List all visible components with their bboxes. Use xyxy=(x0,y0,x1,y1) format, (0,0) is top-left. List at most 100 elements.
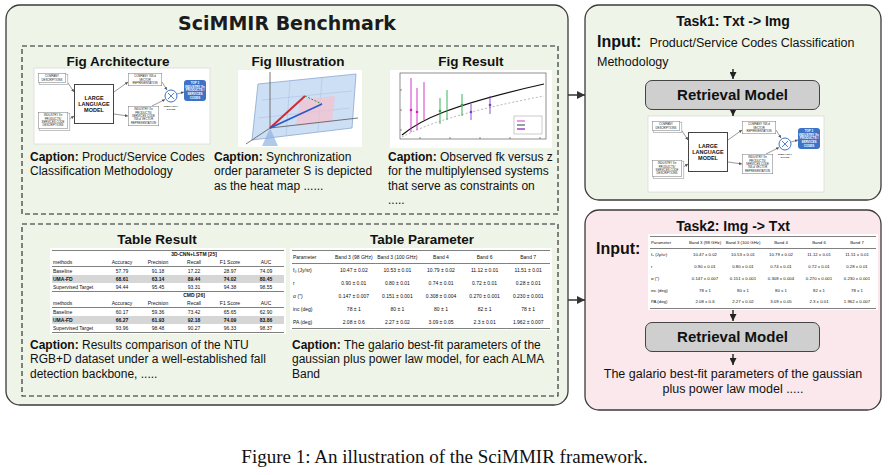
data-table: 3D-CNN+LSTM [25]methodsAccuracyPrecision… xyxy=(52,250,284,332)
table-cell: 2.3 ± 0.01 xyxy=(463,315,507,328)
table-cell: methods xyxy=(52,258,104,266)
cell-text: 0.230 ± 0.001 xyxy=(844,275,870,280)
table-cell: Accuracy xyxy=(104,258,140,266)
cell-text: Recall xyxy=(187,260,201,266)
table-cell: 10.47 ± 0.02 xyxy=(686,248,724,260)
table-column xyxy=(419,250,463,328)
cell-text: 10.53 ± 0.01 xyxy=(384,267,412,273)
table-cell: Supervised Target xyxy=(52,324,104,332)
table-column xyxy=(332,250,376,328)
table-cell: 78 ± 1 xyxy=(506,302,550,315)
cell-text: 94.44 xyxy=(116,284,129,290)
table-cell: Band 3 (98 GHz) xyxy=(332,250,376,263)
caption-tag: Caption: xyxy=(292,338,341,352)
table-column xyxy=(506,250,550,328)
sample-heading: Table Parameter xyxy=(370,232,474,247)
table-cell: f₀ (Jy/sr) xyxy=(292,263,332,276)
cell-text: inc (deg) xyxy=(293,306,312,312)
result-plot xyxy=(390,70,552,148)
cell-text: 11.12 ± 0.01 xyxy=(807,251,831,256)
architecture-block: SIMILARITY SCORE xyxy=(775,153,795,159)
table-cell: 0.74 ± 0.01 xyxy=(419,276,463,289)
cell-text: 0.147 ± 0.007 xyxy=(692,275,718,280)
table-column xyxy=(463,250,507,328)
table-ground xyxy=(50,248,286,334)
table-row: Supervised Target94.4495.4593.3194.3898.… xyxy=(52,283,284,291)
cell-text: 1.962 ± 0.007 xyxy=(513,319,544,325)
block-text: TOP 3 INDUSTRY Xn PRODUCTS / SERVICES CO… xyxy=(185,82,205,99)
cell-text: Baseline xyxy=(53,309,72,315)
table-cell: F1 Score xyxy=(212,258,248,266)
cell-text: 28.97 xyxy=(224,268,237,274)
table-cell: Band 7 xyxy=(506,250,550,263)
table-cell: CMD [26] xyxy=(104,291,284,299)
table-cell: 0.90 ± 0.01 xyxy=(332,276,376,289)
table-cell: AUC xyxy=(248,299,284,307)
cell-text: 3D-CNN+LSTM [25] xyxy=(171,252,217,258)
architecture-image: COMPANY DESCRIPTIONSINDUSTRY Xn PRODUCTS… xyxy=(650,118,822,190)
cell-text: 3.09 ± 0.05 xyxy=(770,299,791,304)
architecture-block: INDUSTRY Xn PRODUCTS/ SERVICES CODE 768-… xyxy=(742,154,773,174)
sample-heading: Fig Result xyxy=(438,54,503,69)
cell-text: 90.27 xyxy=(188,325,201,331)
sample-heading-row: Table Parameter xyxy=(290,230,554,248)
table-cell: 0.28 ± 0.01 xyxy=(506,276,550,289)
table-cell: σ (″) xyxy=(292,289,332,302)
connector-arrow xyxy=(568,299,585,301)
panel-ground xyxy=(585,5,881,200)
table-cell: F1 Score xyxy=(212,299,248,307)
cell-text: Band 7 xyxy=(520,254,536,260)
table-cell: 68.61 xyxy=(104,275,140,283)
cell-text: Band 3 (98 GHz) xyxy=(689,239,721,244)
table-cell: Band 7 xyxy=(838,236,876,248)
table-row: UMA-FD66.2761.9392.1874.0983.86 xyxy=(52,316,284,324)
table-cell: 63.14 xyxy=(140,275,176,283)
caption-block: Caption:Observed fk versus z for the mul… xyxy=(388,150,554,208)
caption-block: Caption:Synchronization order parameter … xyxy=(214,150,382,193)
dashed-group xyxy=(22,46,558,214)
table-cell: 0.90 ± 0.01 xyxy=(686,260,724,272)
table-cell: 10.79 ± 0.02 xyxy=(419,263,463,276)
table-cell: 0.80 ± 0.01 xyxy=(724,260,762,272)
table-cell: 0.230 ± 0.001 xyxy=(838,272,876,284)
panel-ground xyxy=(6,5,568,405)
table-sample: Table ParameterCaption:The galario best-… xyxy=(290,228,554,393)
table-cell: PA (deg) xyxy=(650,296,686,308)
table-cell: 1.962 ± 0.007 xyxy=(838,296,876,308)
sample-heading-row: Fig Architecture xyxy=(28,52,208,70)
cell-text: 0.151 ± 0.001 xyxy=(730,275,756,280)
table-cell: 11.12 ± 0.01 xyxy=(463,263,507,276)
table-cell: Band 3 (100 GHz) xyxy=(724,236,762,248)
cell-text: 0.28 ± 0.01 xyxy=(516,280,541,286)
dashed-group xyxy=(22,224,558,396)
cell-text: 0.308 ± 0.004 xyxy=(768,275,794,280)
cell-text: 80 ± 1 xyxy=(737,287,749,292)
cell-text: 98.37 xyxy=(260,325,273,331)
panel-title: SciMMIR Benchmark xyxy=(178,12,396,34)
table-row: Baseline57.7991.1817.2228.9774.09 xyxy=(52,267,284,275)
table-row: f₀ (Jy/sr)10.47 ± 0.0210.53 ± 0.0110.79 … xyxy=(650,248,876,260)
architecture-block: LARGE LANGUAGE MODEL xyxy=(74,84,114,124)
table-cell: 17.22 xyxy=(176,267,212,275)
table-cell: 61.93 xyxy=(140,316,176,324)
cell-text: 2.08 ± 0.6 xyxy=(695,299,714,304)
cell-text: 98.55 xyxy=(260,284,273,290)
architecture-block: INDUSTRY Xn PRODUCTS/ SERVICES CODE DESC… xyxy=(652,160,682,176)
table-cell: 96.33 xyxy=(212,324,248,332)
cell-text: 10.47 ± 0.02 xyxy=(693,251,717,256)
caption-block: Caption:Results comparison of the NTU RG… xyxy=(30,338,284,381)
cell-text: 73.42 xyxy=(188,309,201,315)
table-cell: 90.27 xyxy=(176,324,212,332)
table-column xyxy=(762,236,800,308)
table-cell: 2.08 ± 0.6 xyxy=(686,296,724,308)
sample-heading-row: Fig Illustration xyxy=(212,52,384,70)
table-row: r0.90 ± 0.010.80 ± 0.010.74 ± 0.010.72 ±… xyxy=(292,276,550,289)
table-row: σ (″)0.147 ± 0.0070.151 ± 0.0010.308 ± 0… xyxy=(292,289,550,302)
task-title-row: Task2: Img -> Txt xyxy=(585,217,881,235)
block-text: INDUSTRY Xn PRODUCTS/ SERVICES CODE 768-… xyxy=(745,156,770,172)
cell-text: 74.09 xyxy=(224,317,237,323)
table-cell: 92.18 xyxy=(176,316,212,324)
table-cell: 0.230 ± 0.001 xyxy=(506,289,550,302)
input-tag: Input: xyxy=(597,33,641,50)
